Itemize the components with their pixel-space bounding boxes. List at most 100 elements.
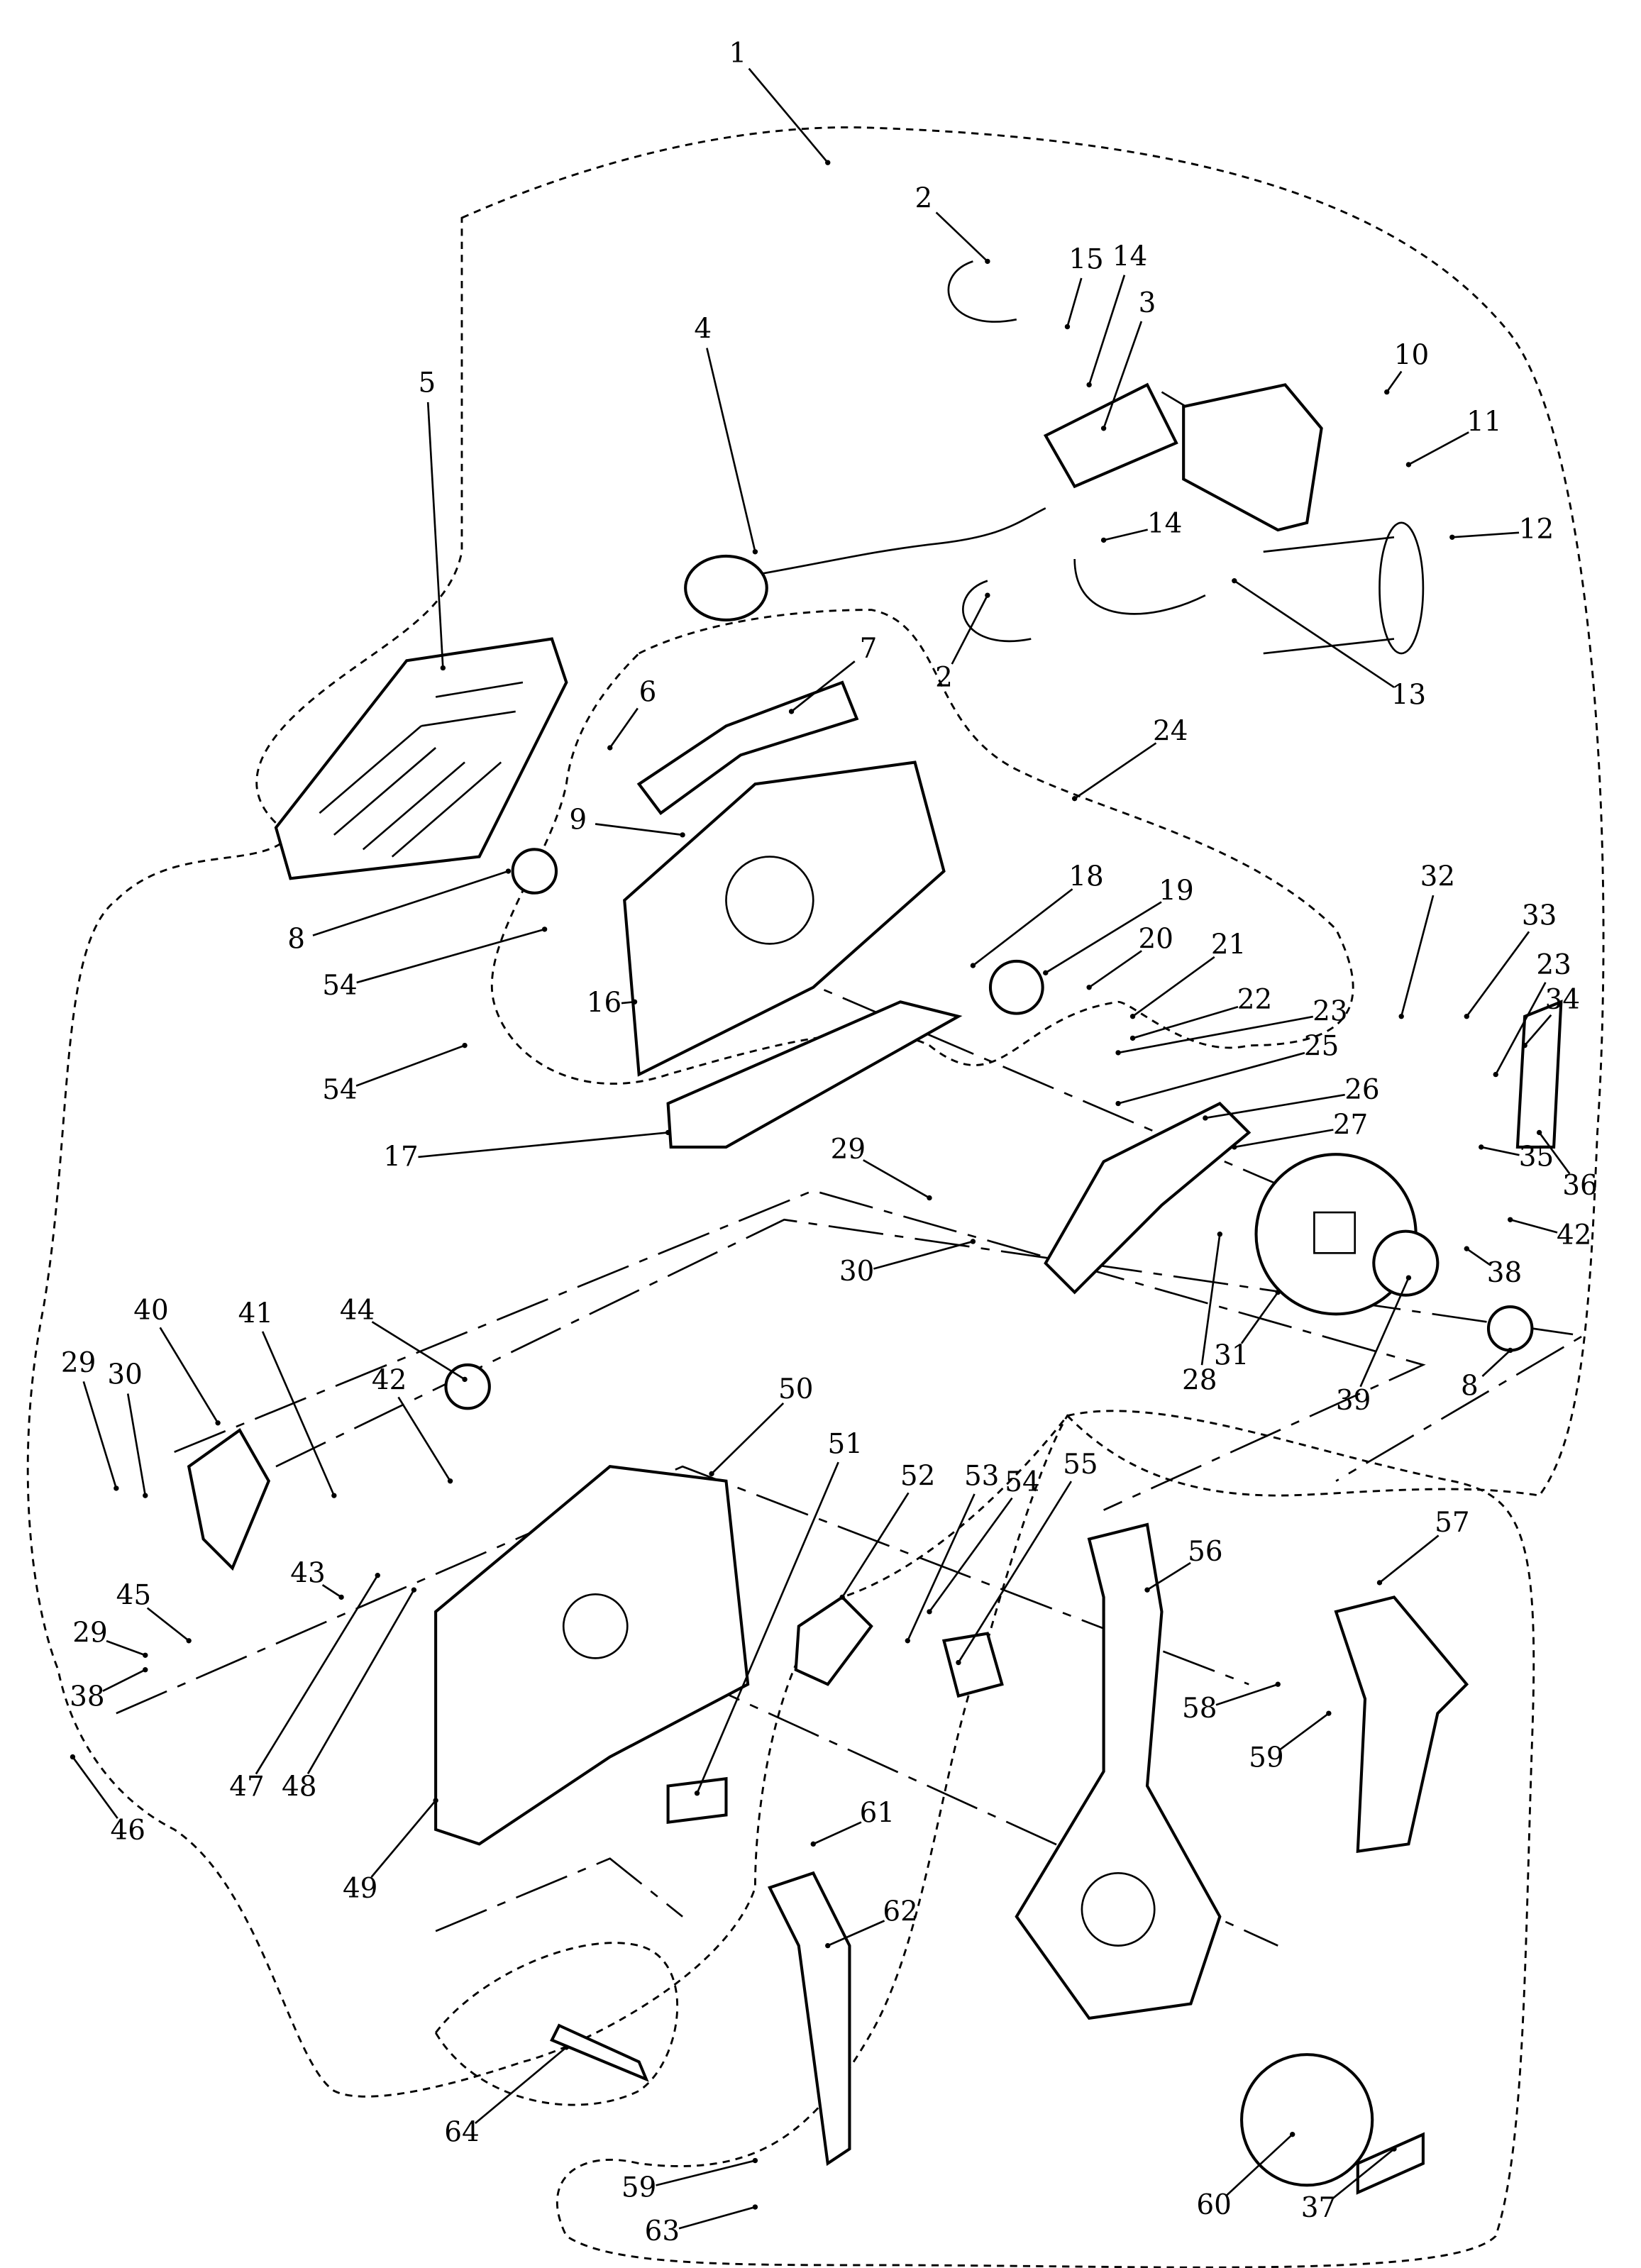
grille-slots <box>319 681 524 858</box>
leader-line <box>1400 895 1435 1017</box>
leader-line <box>748 67 829 164</box>
part-bolt-64 <box>550 2023 649 2082</box>
leader-dot <box>1100 537 1107 543</box>
leader-dot <box>1071 796 1078 802</box>
leader-dot <box>1115 1100 1121 1107</box>
leader-line <box>678 2206 756 2230</box>
boundary-bolt-64 <box>434 1942 678 2106</box>
leader-line <box>1226 2133 1293 2196</box>
callout-label: 8 <box>1461 1371 1479 1403</box>
callout-45: 45 <box>116 1579 192 1644</box>
callout-label: 21 <box>1211 929 1246 961</box>
part-cap-8-left <box>511 848 558 895</box>
leader-line <box>255 1575 379 1775</box>
assembly-line <box>435 1857 683 1932</box>
leader-line <box>1359 1277 1410 1388</box>
leader-dot <box>440 665 446 671</box>
callout-label: 30 <box>839 1256 874 1288</box>
part-cap-8 <box>1486 1305 1534 1352</box>
leader-line <box>1408 431 1469 466</box>
assembly-boundaries <box>26 126 1605 2268</box>
leader-line <box>1234 580 1395 688</box>
callout-7: 7 <box>788 633 878 714</box>
callout-label: 23 <box>1313 996 1347 1028</box>
leader-dot <box>1232 578 1237 584</box>
callout-label: 29 <box>61 1347 96 1379</box>
leader-dot <box>1326 1710 1332 1716</box>
callout-label: 6 <box>639 676 657 708</box>
leader-dot <box>905 1638 910 1644</box>
leader-dot <box>1144 1587 1150 1593</box>
part-gear-19 <box>988 959 1044 1015</box>
callout-label: 59 <box>1249 1742 1283 1774</box>
leader-dot <box>563 2045 570 2050</box>
callout-label: 60 <box>1196 2189 1231 2221</box>
leader-line <box>1524 1014 1552 1046</box>
callout-label: 13 <box>1391 679 1426 711</box>
callout-38: 38 <box>70 1667 148 1713</box>
leader-line <box>972 888 1073 967</box>
leader-dot <box>1275 1289 1281 1295</box>
callout-30: 30 <box>107 1359 148 1498</box>
callout-47: 47 <box>229 1573 380 1803</box>
leader-line <box>1378 1534 1440 1583</box>
callout-22: 22 <box>1129 984 1272 1041</box>
callout-label: 14 <box>1147 508 1182 540</box>
callout-label: 3 <box>1139 287 1156 319</box>
leader-dot <box>462 1376 468 1383</box>
leader-dot <box>143 1667 148 1673</box>
callout-8: 8 <box>287 868 512 955</box>
leader-line <box>1103 321 1143 429</box>
callout-label: 64 <box>444 2117 479 2149</box>
callout-14: 14 <box>1086 240 1147 388</box>
leader-dot <box>447 1478 453 1484</box>
leader-dot <box>1508 1217 1513 1222</box>
callout-label: 25 <box>1304 1031 1339 1063</box>
leader-dot <box>186 1638 192 1644</box>
leader-dot <box>752 2204 758 2210</box>
callout-27: 27 <box>1232 1109 1368 1150</box>
leader-dot <box>1129 1014 1136 1019</box>
callout-label: 15 <box>1068 243 1103 275</box>
callout-label: 10 <box>1394 339 1429 371</box>
leader-line <box>706 348 756 553</box>
callout-label: 44 <box>340 1295 375 1327</box>
callout-14: 14 <box>1100 508 1182 543</box>
leader-dot <box>680 832 685 838</box>
leader-line <box>1481 1349 1511 1377</box>
part-cover-hole <box>562 1593 629 1659</box>
part-cover-36 <box>1515 1000 1563 1149</box>
callout-label: 7 <box>860 633 878 665</box>
callout-57: 57 <box>1376 1507 1470 1586</box>
leader-line <box>841 1492 910 1598</box>
leader-dot <box>970 963 976 968</box>
leader-dot <box>956 1659 961 1666</box>
part-lanyard-13 <box>1073 536 1395 655</box>
callout-62: 62 <box>825 1896 918 1949</box>
part-grille-5 <box>274 637 568 880</box>
callout-label: 42 <box>1557 1219 1591 1251</box>
leader-line <box>1117 1051 1305 1105</box>
callout-label: 24 <box>1153 716 1188 748</box>
leader-line <box>827 1920 885 1947</box>
leader-dot <box>1376 1580 1383 1586</box>
part-arm-7 <box>636 680 859 816</box>
callout-41: 41 <box>238 1298 337 1498</box>
leader-line <box>126 1393 147 1496</box>
callout-26: 26 <box>1203 1074 1380 1121</box>
part-lever-hub <box>1081 1871 1156 1947</box>
leader-dot <box>1536 1129 1542 1136</box>
callout-label: 28 <box>1182 1364 1217 1396</box>
callout-16: 16 <box>587 987 638 1019</box>
leader-line <box>1205 1093 1345 1119</box>
leader-dot <box>631 999 638 1005</box>
leader-line <box>957 1481 1073 1664</box>
leader-dot <box>665 1129 671 1136</box>
leader-line <box>1510 1218 1558 1234</box>
leader-line <box>1066 277 1083 327</box>
leader-dot <box>1290 2132 1295 2137</box>
callout-label: 9 <box>569 804 587 836</box>
leader-dot <box>607 745 613 751</box>
leader-line <box>356 928 545 984</box>
callout-55: 55 <box>956 1449 1098 1666</box>
